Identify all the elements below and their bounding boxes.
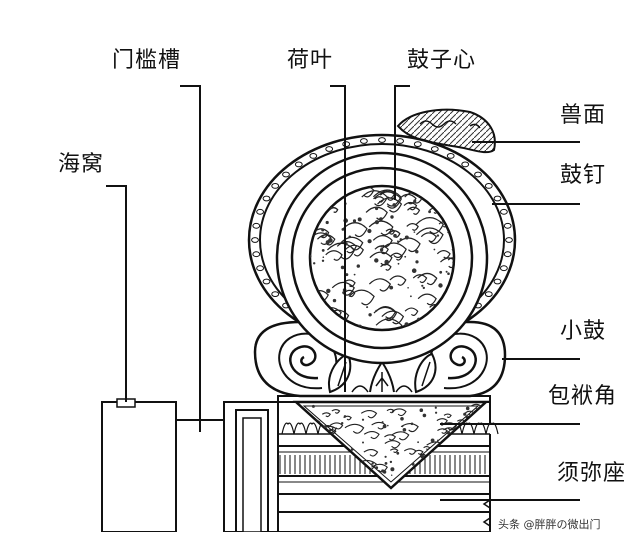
- label-baofujiao: 包袱角: [548, 384, 618, 409]
- label-haiwo: 海窝: [58, 152, 105, 177]
- label-shoumian: 兽面: [560, 103, 607, 128]
- label-guding: 鼓钉: [560, 163, 607, 188]
- main-drum: [247, 133, 517, 365]
- sill-block: [101, 398, 224, 533]
- watermark: 头条 @胖胖の微出门: [498, 518, 601, 531]
- label-xumizuo: 须弥座: [557, 461, 627, 486]
- label-menkancao: 门槛槽: [112, 48, 182, 73]
- leader-menkancao: [180, 85, 201, 432]
- leader-heye: [330, 85, 346, 392]
- leader-lines: [106, 85, 580, 501]
- door-post: [223, 401, 279, 533]
- label-xiaogu: 小鼓: [560, 319, 607, 344]
- label-guzixin: 鼓子心: [407, 48, 477, 73]
- leader-haiwo: [106, 185, 127, 402]
- label-heye: 荷叶: [287, 48, 334, 73]
- leader-guzixin: [394, 85, 410, 200]
